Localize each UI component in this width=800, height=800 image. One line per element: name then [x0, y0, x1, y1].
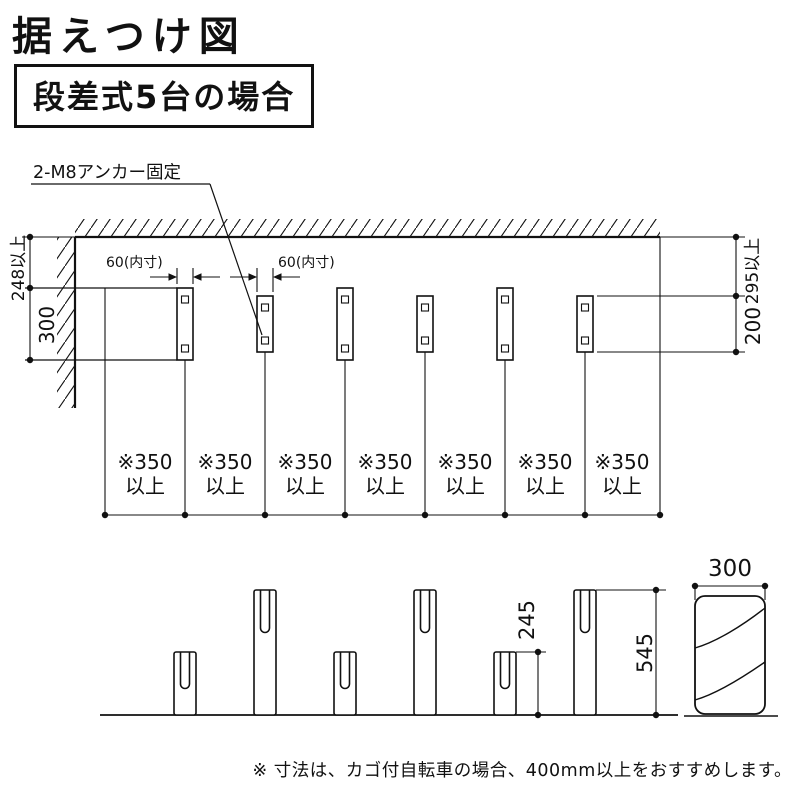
rack-stand-high — [413, 589, 437, 716]
anchor-plate — [256, 295, 274, 353]
wall — [57, 219, 660, 408]
svg-text:※350: ※350 — [595, 450, 650, 474]
svg-text:※350: ※350 — [438, 450, 493, 474]
footer-note: ※ 寸法は、カゴ付自転車の場合、400mm以上をおすすめします。 — [252, 761, 792, 781]
spacing-dim-labels: ※350 以上 ※350 以上 ※350 以上 ※350 以上 ※350 以 — [118, 450, 650, 498]
svg-text:以上: 以上 — [445, 474, 485, 498]
svg-text:以上: 以上 — [602, 474, 642, 498]
wall-hatch-left — [57, 237, 75, 408]
anchor-plate — [496, 287, 514, 361]
spacing-dimension-lines — [101, 237, 664, 519]
anchor-plate — [176, 287, 194, 361]
wall-hatch-top — [75, 219, 660, 237]
anchor-hole — [420, 336, 430, 345]
svg-text:以上: 以上 — [205, 474, 245, 498]
svg-text:※350: ※350 — [118, 450, 173, 474]
dim-545-label: 545 — [633, 633, 657, 673]
spacing-dim-label: ※350 以上 — [198, 450, 253, 498]
first-rail — [25, 287, 177, 361]
anchor-plate — [336, 287, 354, 361]
anchor-hole — [500, 295, 510, 304]
variant-label: 段差式5台の場合 — [33, 78, 296, 116]
plan-view: ※350 以上 ※350 以上 ※350 以上 ※350 以上 ※350 以 — [9, 163, 765, 519]
spacing-dim-label: ※350 以上 — [595, 450, 650, 498]
anchor-hole — [420, 303, 430, 312]
anchor-hole — [340, 295, 350, 304]
dim-245-label: 245 — [515, 600, 539, 640]
svg-text:以上: 以上 — [365, 474, 405, 498]
rack-stand-high — [253, 589, 277, 716]
side-profile-body — [694, 595, 766, 715]
variant-label-box: 段差式5台の場合 — [14, 64, 315, 128]
page-title: 据えつけ図 — [12, 14, 246, 60]
rail-curve-lower — [694, 661, 766, 701]
svg-text:※350: ※350 — [198, 450, 253, 474]
rack-stand-high — [573, 589, 597, 716]
dim-248-label: 248以上 — [9, 235, 29, 301]
dim-60-label-1: 60(内寸) — [106, 255, 163, 271]
spacing-dim-label: ※350 以上 — [518, 450, 573, 498]
rack-stand-low — [493, 651, 517, 716]
spacing-dim-label: ※350 以上 — [278, 450, 333, 498]
spacing-dim-label: ※350 以上 — [438, 450, 493, 498]
svg-text:※350: ※350 — [278, 450, 333, 474]
anchor-hole — [580, 303, 590, 312]
low-height-dimension: 245 — [515, 600, 546, 719]
anchor-fixing-callout: 2-M8アンカー固定 — [31, 163, 263, 336]
svg-text:以上: 以上 — [125, 474, 165, 498]
anchor-hole — [260, 336, 270, 345]
inner-width-dimension-2: 60(内寸) — [230, 255, 335, 292]
elevation-view: 245 545 — [100, 586, 678, 719]
anchor-hole — [580, 336, 590, 345]
anchor-fixing-label: 2-M8アンカー固定 — [33, 163, 181, 183]
anchor-plate — [576, 295, 594, 353]
inner-width-dimension-1: 60(内寸) — [106, 255, 220, 284]
dim-200-label: 200 — [741, 307, 765, 345]
anchor-hole — [180, 344, 190, 353]
callout-leader-line — [209, 183, 263, 336]
anchor-plate — [416, 295, 434, 353]
side-view: 300 — [684, 556, 778, 717]
anchor-hole — [180, 295, 190, 304]
right-dimensions: 295以上 200 — [597, 233, 765, 356]
svg-text:※350: ※350 — [358, 450, 413, 474]
anchor-hole — [260, 303, 270, 312]
svg-text:※350: ※350 — [518, 450, 573, 474]
dim-300-left-label: 300 — [35, 306, 59, 344]
anchor-hole — [340, 344, 350, 353]
spacing-dim-label: ※350 以上 — [358, 450, 413, 498]
high-height-dimension: 545 — [596, 586, 666, 719]
spacing-dim-label: ※350 以上 — [118, 450, 173, 498]
svg-text:以上: 以上 — [285, 474, 325, 498]
dim-300-depth-label: 300 — [708, 556, 752, 582]
dim-60-label-2: 60(内寸) — [278, 255, 335, 271]
dim-295-label: 295以上 — [743, 238, 763, 304]
left-dimensions: 248以上 300 — [9, 233, 75, 364]
rack-stand-low — [173, 651, 197, 716]
anchor-hole — [500, 344, 510, 353]
anchor-plates — [176, 287, 594, 361]
rail-curve-upper — [694, 607, 766, 649]
svg-text:以上: 以上 — [525, 474, 565, 498]
rack-stand-low — [333, 651, 357, 716]
